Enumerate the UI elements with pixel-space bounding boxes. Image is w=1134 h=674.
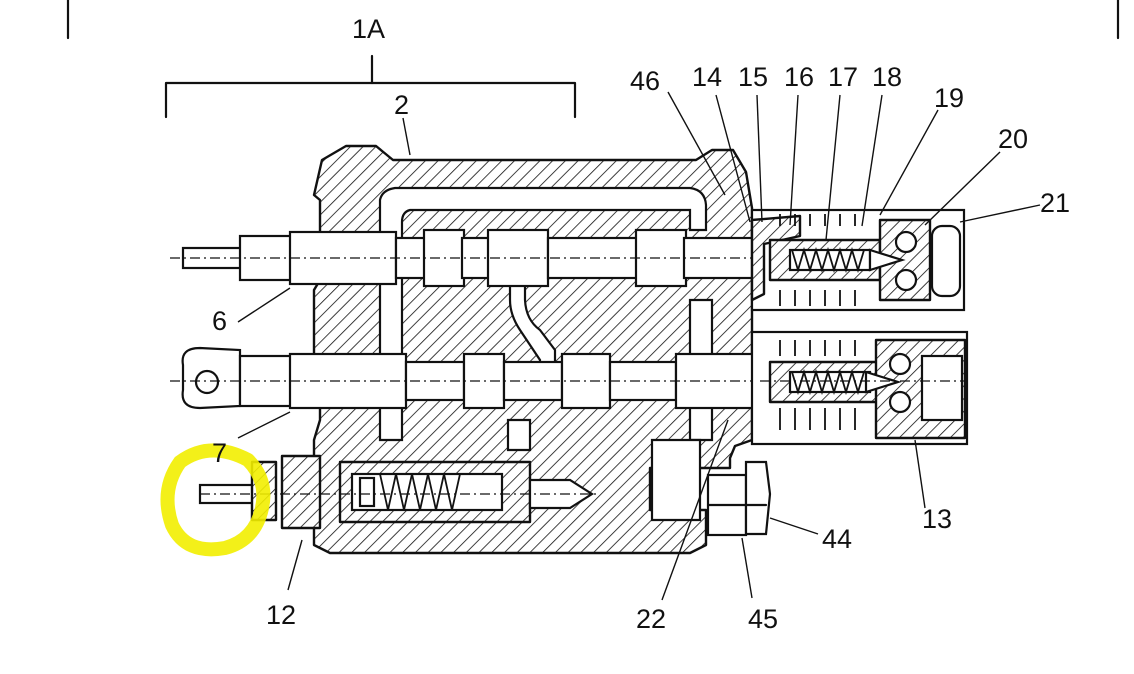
upper-detent-housing xyxy=(750,208,966,312)
label-6: 6 xyxy=(212,306,227,336)
label-45: 45 xyxy=(748,604,778,634)
label-21: 21 xyxy=(1040,188,1070,218)
label-12: 12 xyxy=(266,600,296,630)
label-1a: 1A xyxy=(352,14,385,44)
leader-lines xyxy=(237,91,1041,601)
label-19: 19 xyxy=(934,83,964,113)
label-44: 44 xyxy=(822,524,852,554)
label-2: 2 xyxy=(394,90,409,120)
label-20: 20 xyxy=(998,124,1028,154)
lower-detent-housing xyxy=(750,330,969,446)
label-15: 15 xyxy=(738,62,768,92)
plug-bolt xyxy=(706,460,772,537)
highlight-mark xyxy=(160,443,271,557)
assembly-bracket-top xyxy=(66,0,1120,40)
upper-spool xyxy=(170,228,760,288)
label-46: 46 xyxy=(630,66,660,96)
label-17: 17 xyxy=(828,62,858,92)
label-13: 13 xyxy=(922,504,952,534)
label-7: 7 xyxy=(212,438,227,468)
section-1a-bracket xyxy=(164,54,577,119)
label-16: 16 xyxy=(784,62,814,92)
label-14: 14 xyxy=(692,62,722,92)
label-18: 18 xyxy=(872,62,902,92)
label-22: 22 xyxy=(636,604,666,634)
